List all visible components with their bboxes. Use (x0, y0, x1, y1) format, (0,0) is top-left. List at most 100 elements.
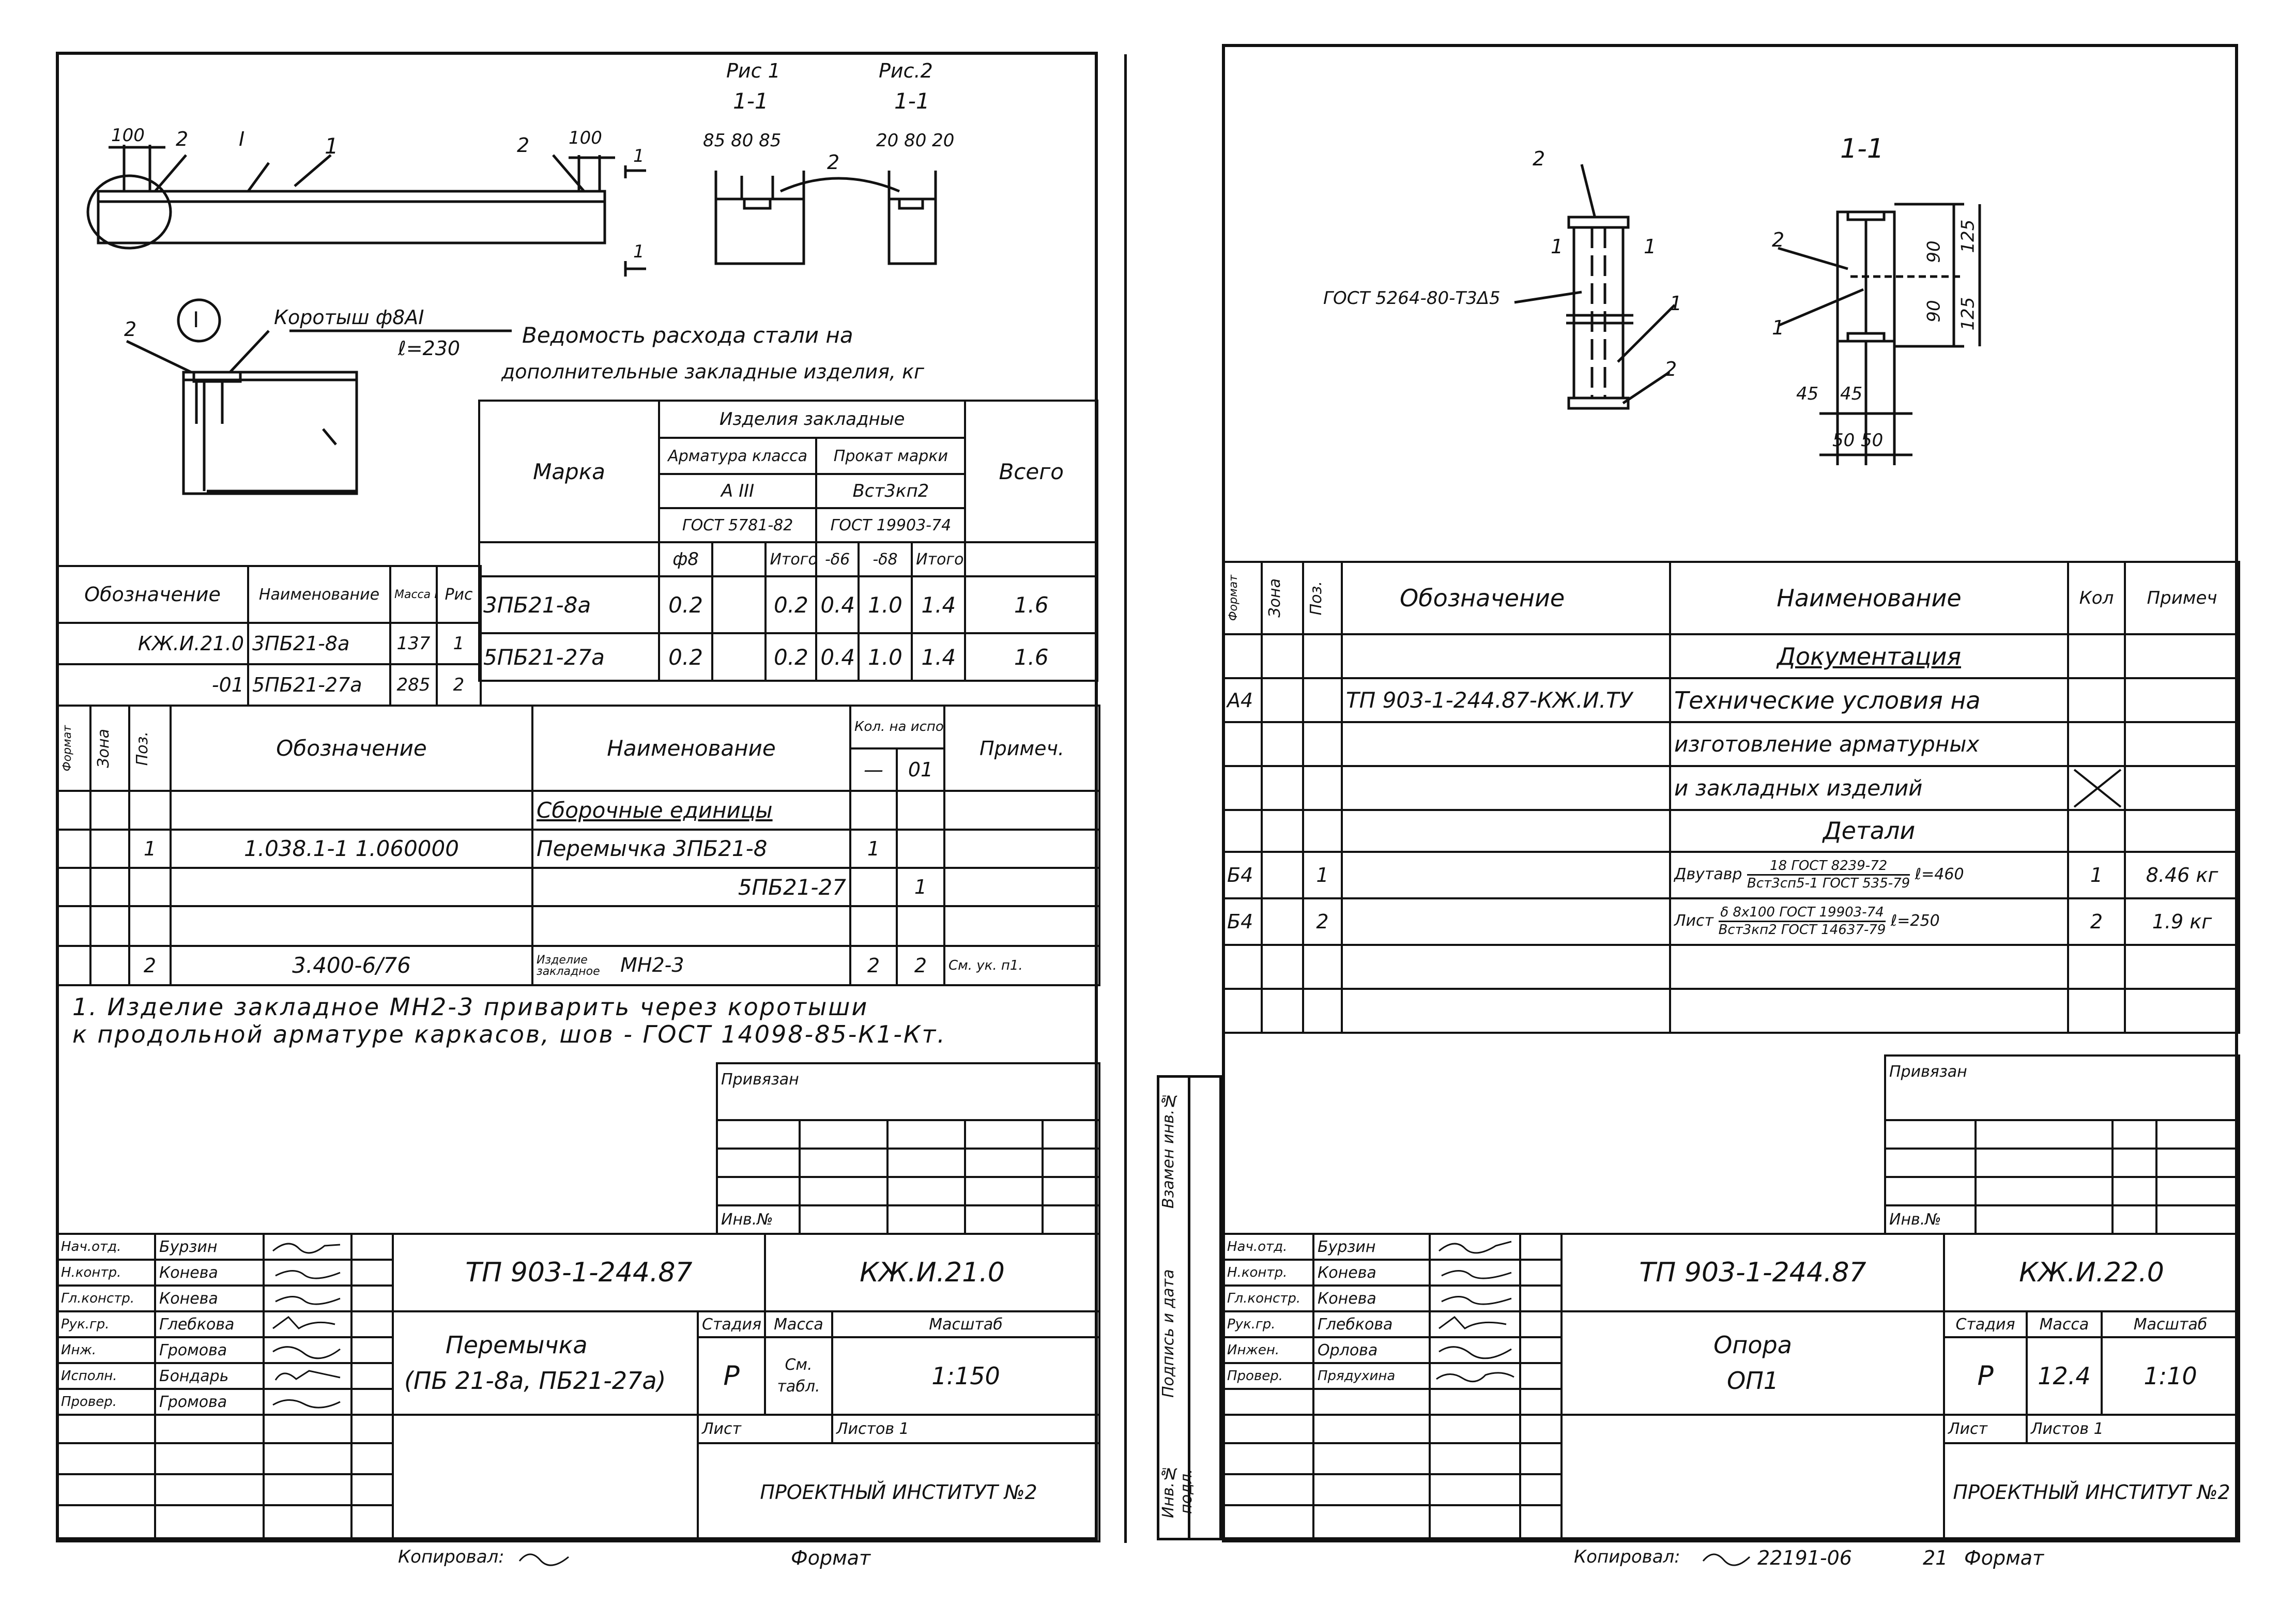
row-oboz: 3.400-6/76 (170, 944, 533, 987)
section-title: Документация (1669, 633, 2069, 680)
left-title-block: Нач.отд. Бурзин ТП 903-1-244.87 КЖ.И.21.… (56, 1233, 1100, 1542)
row-oboz: -01 (56, 663, 249, 707)
weld-label: ГОСТ 5264-80-Т3Δ5 (1323, 288, 1501, 309)
signature (263, 1233, 353, 1261)
dim-45-left: 45 (1796, 384, 1819, 404)
vedomost-title-line1: Ведомость расхода стали на (522, 323, 853, 348)
row-name-mark: МН2-3 (620, 953, 684, 976)
row-oboz: 1.038.1-1 1.060000 (170, 828, 533, 869)
stamp-name: Громова (154, 1388, 265, 1416)
right-privyazan-block: Привязан Инв.№ (1884, 1054, 2241, 1235)
table-row: 5ПБ21-27а 0.2 0.2 0.4 1.0 1.4 1.6 (478, 632, 1098, 682)
pos-2-label: 2 (1664, 358, 1677, 380)
stamp-role: Инж. (56, 1336, 156, 1364)
project-code: ТП 903-1-244.87 (1560, 1233, 1945, 1312)
stamp-name: Прядухина (1312, 1362, 1431, 1390)
row-pos: 1 (1302, 850, 1343, 899)
dim-125-top: 125 (1957, 219, 1979, 253)
fig-header: Рис (436, 565, 482, 624)
stamp-role: Рук.гр. (56, 1310, 156, 1338)
left-privyazan-block: Привязан Инв.№ (715, 1062, 1101, 1235)
qty-header: Кол (2067, 560, 2126, 636)
copied-label: Копировал: (1574, 1547, 1680, 1567)
stamp-name: Глебкова (154, 1310, 265, 1338)
dim-125-bottom: 125 (1957, 297, 1979, 331)
row-format: Б4 (1222, 850, 1263, 899)
pos-2-label: 2 (1772, 228, 1785, 251)
side-label-text: Взамен инв.№ (1159, 1091, 1177, 1209)
row-mark: 3ПБ21-8а (478, 575, 660, 634)
cross-mark (2067, 765, 2126, 812)
row-name: Двутавр 18 ГОСТ 8239-72 Вст3сп5-1 ГОСТ 5… (1669, 850, 2069, 899)
stamp-name: Громова (154, 1336, 265, 1364)
stamp-role: Нач.отд. (56, 1233, 156, 1261)
cut-1-top: 1 (633, 146, 645, 166)
stamp-name: Конева (154, 1284, 265, 1312)
page-number: 21 (1923, 1547, 1948, 1569)
row-qty: 2 (896, 944, 945, 987)
row-value (711, 575, 767, 634)
sheet-label: Лист (1943, 1414, 2028, 1444)
row-mark: 5ПБ21-27а (478, 632, 660, 682)
stamp-role: Провер. (56, 1388, 156, 1416)
row-name: 5ПБ21-27а (247, 663, 391, 707)
row-qty: 1 (896, 866, 945, 908)
mass-value-line1: См. (785, 1356, 813, 1374)
inv-label: Инв.№ (1884, 1204, 1977, 1235)
privyazan-label: Привязан (1884, 1054, 2241, 1121)
stamp-role: Нач.отд. (1222, 1233, 1314, 1261)
scale-header: Масштаб (831, 1310, 1100, 1338)
row-fraction-bottom: Вст3кп2 ГОСТ 14637-79 (1718, 922, 1886, 938)
pos-2-label: 2 (1533, 147, 1545, 170)
vedomost-title-line2: дополнительные закладные изделия, кг (501, 360, 925, 383)
row-name: Изделие закладное МН2-3 (531, 944, 851, 987)
sub-header: Итого (764, 541, 818, 577)
stamp-role: Инжен. (1222, 1336, 1314, 1364)
row-oboz: КЖ.И.21.0 (56, 622, 249, 665)
drawing-title-line2: (ПБ 21-8а, ПБ21-27а) (404, 1367, 666, 1395)
sheet-code: КЖ.И.22.0 (1943, 1233, 2240, 1312)
row-oboz: ТП 903-1-244.87-КЖ.И.ТУ (1341, 677, 1671, 724)
table-row: 3ПБ21-8а 0.2 0.2 0.4 1.0 1.4 1.6 (478, 575, 1098, 634)
arm-class: А III (657, 473, 818, 509)
row-length: ℓ=460 (1915, 865, 1964, 884)
stamp-role: Провер. (1222, 1362, 1314, 1390)
dims-section-1: 85 80 85 (703, 130, 782, 151)
row-value: 0.2 (764, 575, 818, 634)
row-fraction-top: δ 8x100 ГОСТ 19903-74 (1718, 905, 1886, 923)
row-value: 0.2 (657, 632, 714, 682)
project-code: ТП 903-1-244.87 (392, 1233, 766, 1312)
pos-1-label: 1 (1551, 235, 1564, 258)
sub-header: -δ8 (857, 541, 913, 577)
stamp-role: Н.контр. (1222, 1259, 1314, 1287)
row-value: 0.4 (815, 575, 860, 634)
stamp-role: Гл.констр. (1222, 1284, 1314, 1312)
signature (263, 1284, 353, 1312)
stamp-name: Конева (1312, 1259, 1431, 1287)
side-label-inv-podl: Инв.№ подл. (1159, 1447, 1196, 1535)
row-name-small: Изделие закладное (537, 954, 600, 978)
prokat-gost: ГОСТ 19903-74 (815, 507, 967, 543)
stamp-name: Глебкова (1312, 1310, 1431, 1338)
qty-header: Кол. на исполнен. (849, 705, 945, 750)
drawing-title: Перемычка (ПБ 21-8а, ПБ21-27а) (392, 1310, 699, 1416)
drawing-title-line2: ОП1 (1726, 1367, 1779, 1395)
sheets-label: Листов 1 (831, 1414, 1100, 1444)
mass-value: 12.4 (2026, 1336, 2103, 1416)
row-name: Лист δ 8x100 ГОСТ 19903-74 Вст3кп2 ГОСТ … (1669, 897, 2069, 946)
total-header: Всего (964, 400, 1098, 543)
table-row: Б4 2 Лист δ 8x100 ГОСТ 19903-74 Вст3кп2 … (1222, 897, 2240, 946)
section-title: Детали (1669, 809, 2069, 853)
stamp-name: Бурзин (1312, 1233, 1431, 1261)
signature (263, 1336, 353, 1364)
sheets-label: Листов 1 (2026, 1414, 2240, 1444)
fig2-label: Рис.2 (879, 59, 933, 82)
node-I-label: I (193, 307, 200, 332)
table-row: 5ПБ21-27 1 (56, 866, 1100, 908)
row-qty: 2 (2067, 897, 2126, 946)
signature (263, 1310, 353, 1338)
qty-sub: 01 (896, 747, 945, 792)
drawing-title-line1: Перемычка (446, 1331, 588, 1359)
sub-header: -δ6 (815, 541, 860, 577)
